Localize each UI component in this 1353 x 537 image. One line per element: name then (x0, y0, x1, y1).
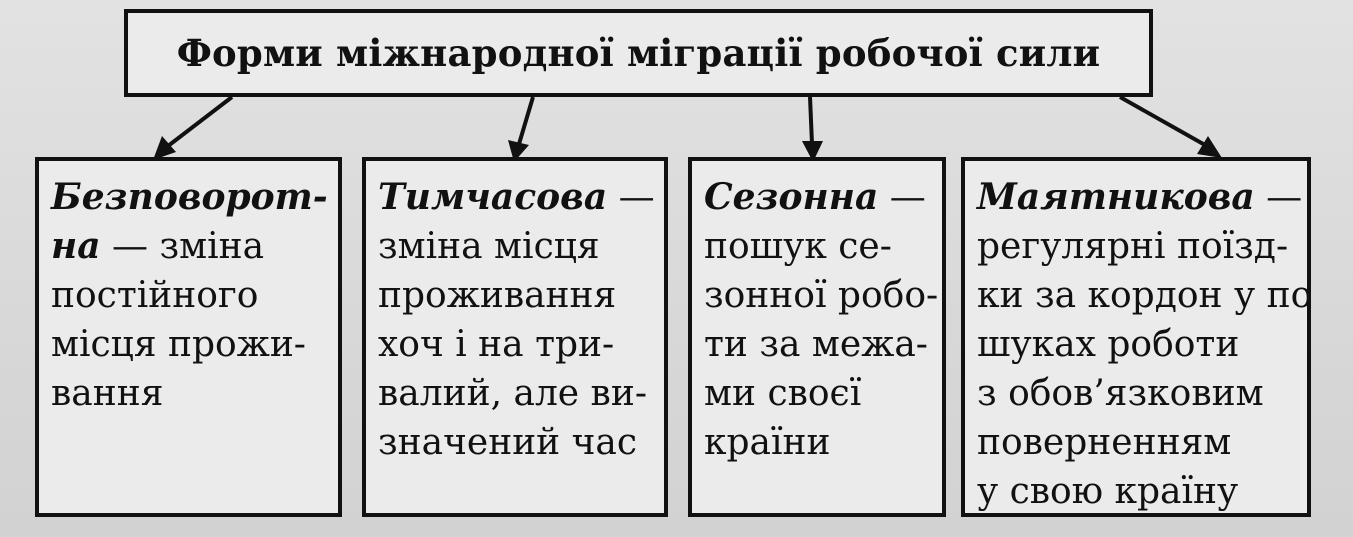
card-text-line: Безповорот- (51, 173, 330, 222)
card-text-line: у свою країну (977, 467, 1299, 513)
card-text-line: зонної робо- (704, 271, 938, 320)
form-term: Сезонна (704, 176, 879, 218)
card-text-line: шуках роботи (977, 320, 1299, 369)
form-description: з обов’язковим (977, 373, 1264, 414)
form-term: Безповорот- (51, 176, 328, 218)
card-text-line: пошук се- (704, 222, 934, 271)
card-text-line: проживання (378, 271, 656, 320)
form-term: на (51, 225, 101, 267)
card-text-line: ки за кордон у по- (977, 271, 1307, 320)
diagram-title: Форми міжнародної міграції робочої сили (176, 31, 1101, 75)
form-description: поверненням (977, 422, 1232, 463)
card-text-line: країни (704, 418, 934, 467)
card-text-line: постійного (51, 271, 330, 320)
form-description: ти за межа- (704, 324, 928, 365)
card-text-line: хоч і на три- (378, 320, 656, 369)
card-text-line: значений час (378, 418, 656, 467)
migration-form-seasonal: Сезонна —пошук се-зонної робо-ти за межа… (688, 157, 946, 517)
form-description: пошук се- (704, 226, 892, 267)
form-description: — (607, 177, 655, 218)
form-description: — зміна (100, 226, 265, 267)
migration-form-pendulum: Маятникова —регулярні поїзд-ки за кордон… (961, 157, 1311, 517)
form-description: хоч і на три- (378, 324, 615, 365)
form-term: Маятникова (977, 176, 1255, 218)
card-text-line: поверненням (977, 418, 1299, 467)
card-text-line: Маятникова — (977, 173, 1303, 222)
form-description: постійного (51, 275, 259, 316)
form-description: — (878, 177, 926, 218)
form-description: у свою країну (977, 471, 1239, 512)
form-description: шуках роботи (977, 324, 1240, 365)
form-description: — (1254, 177, 1303, 218)
form-description: країни (704, 422, 831, 463)
card-text-line: зміна місця (378, 222, 656, 271)
card-text-line: Тимчасова — (378, 173, 656, 222)
form-description: зонної робо- (704, 275, 939, 316)
form-description: значений час (378, 422, 638, 463)
card-text-line: вання (51, 369, 330, 418)
diagram-title-box: Форми міжнародної міграції робочої сили (124, 9, 1153, 97)
card-text-line: ми своєї (704, 369, 934, 418)
card-text-line: місця прожи- (51, 320, 330, 369)
form-term: Тимчасова (378, 176, 608, 218)
form-description: ки за кордон у по- (977, 275, 1311, 316)
card-text-line: Сезонна — (704, 173, 934, 222)
form-description: зміна місця (378, 226, 600, 267)
card-text-line: з обов’язковим (977, 369, 1299, 418)
form-description: місця прожи- (51, 324, 306, 365)
form-description: вання (51, 373, 164, 414)
card-text-line: на — зміна (51, 222, 330, 271)
form-description: ми своєї (704, 373, 862, 414)
migration-form-temporary: Тимчасова —зміна місця проживання хоч і на… (362, 157, 668, 517)
card-text-line: регулярні поїзд- (977, 222, 1299, 271)
card-text-line: валий, але ви- (378, 369, 656, 418)
form-description: проживання (378, 275, 617, 316)
form-description: регулярні поїзд- (977, 226, 1289, 267)
card-text-line: ти за межа- (704, 320, 934, 369)
form-description: валий, але ви- (378, 373, 647, 414)
